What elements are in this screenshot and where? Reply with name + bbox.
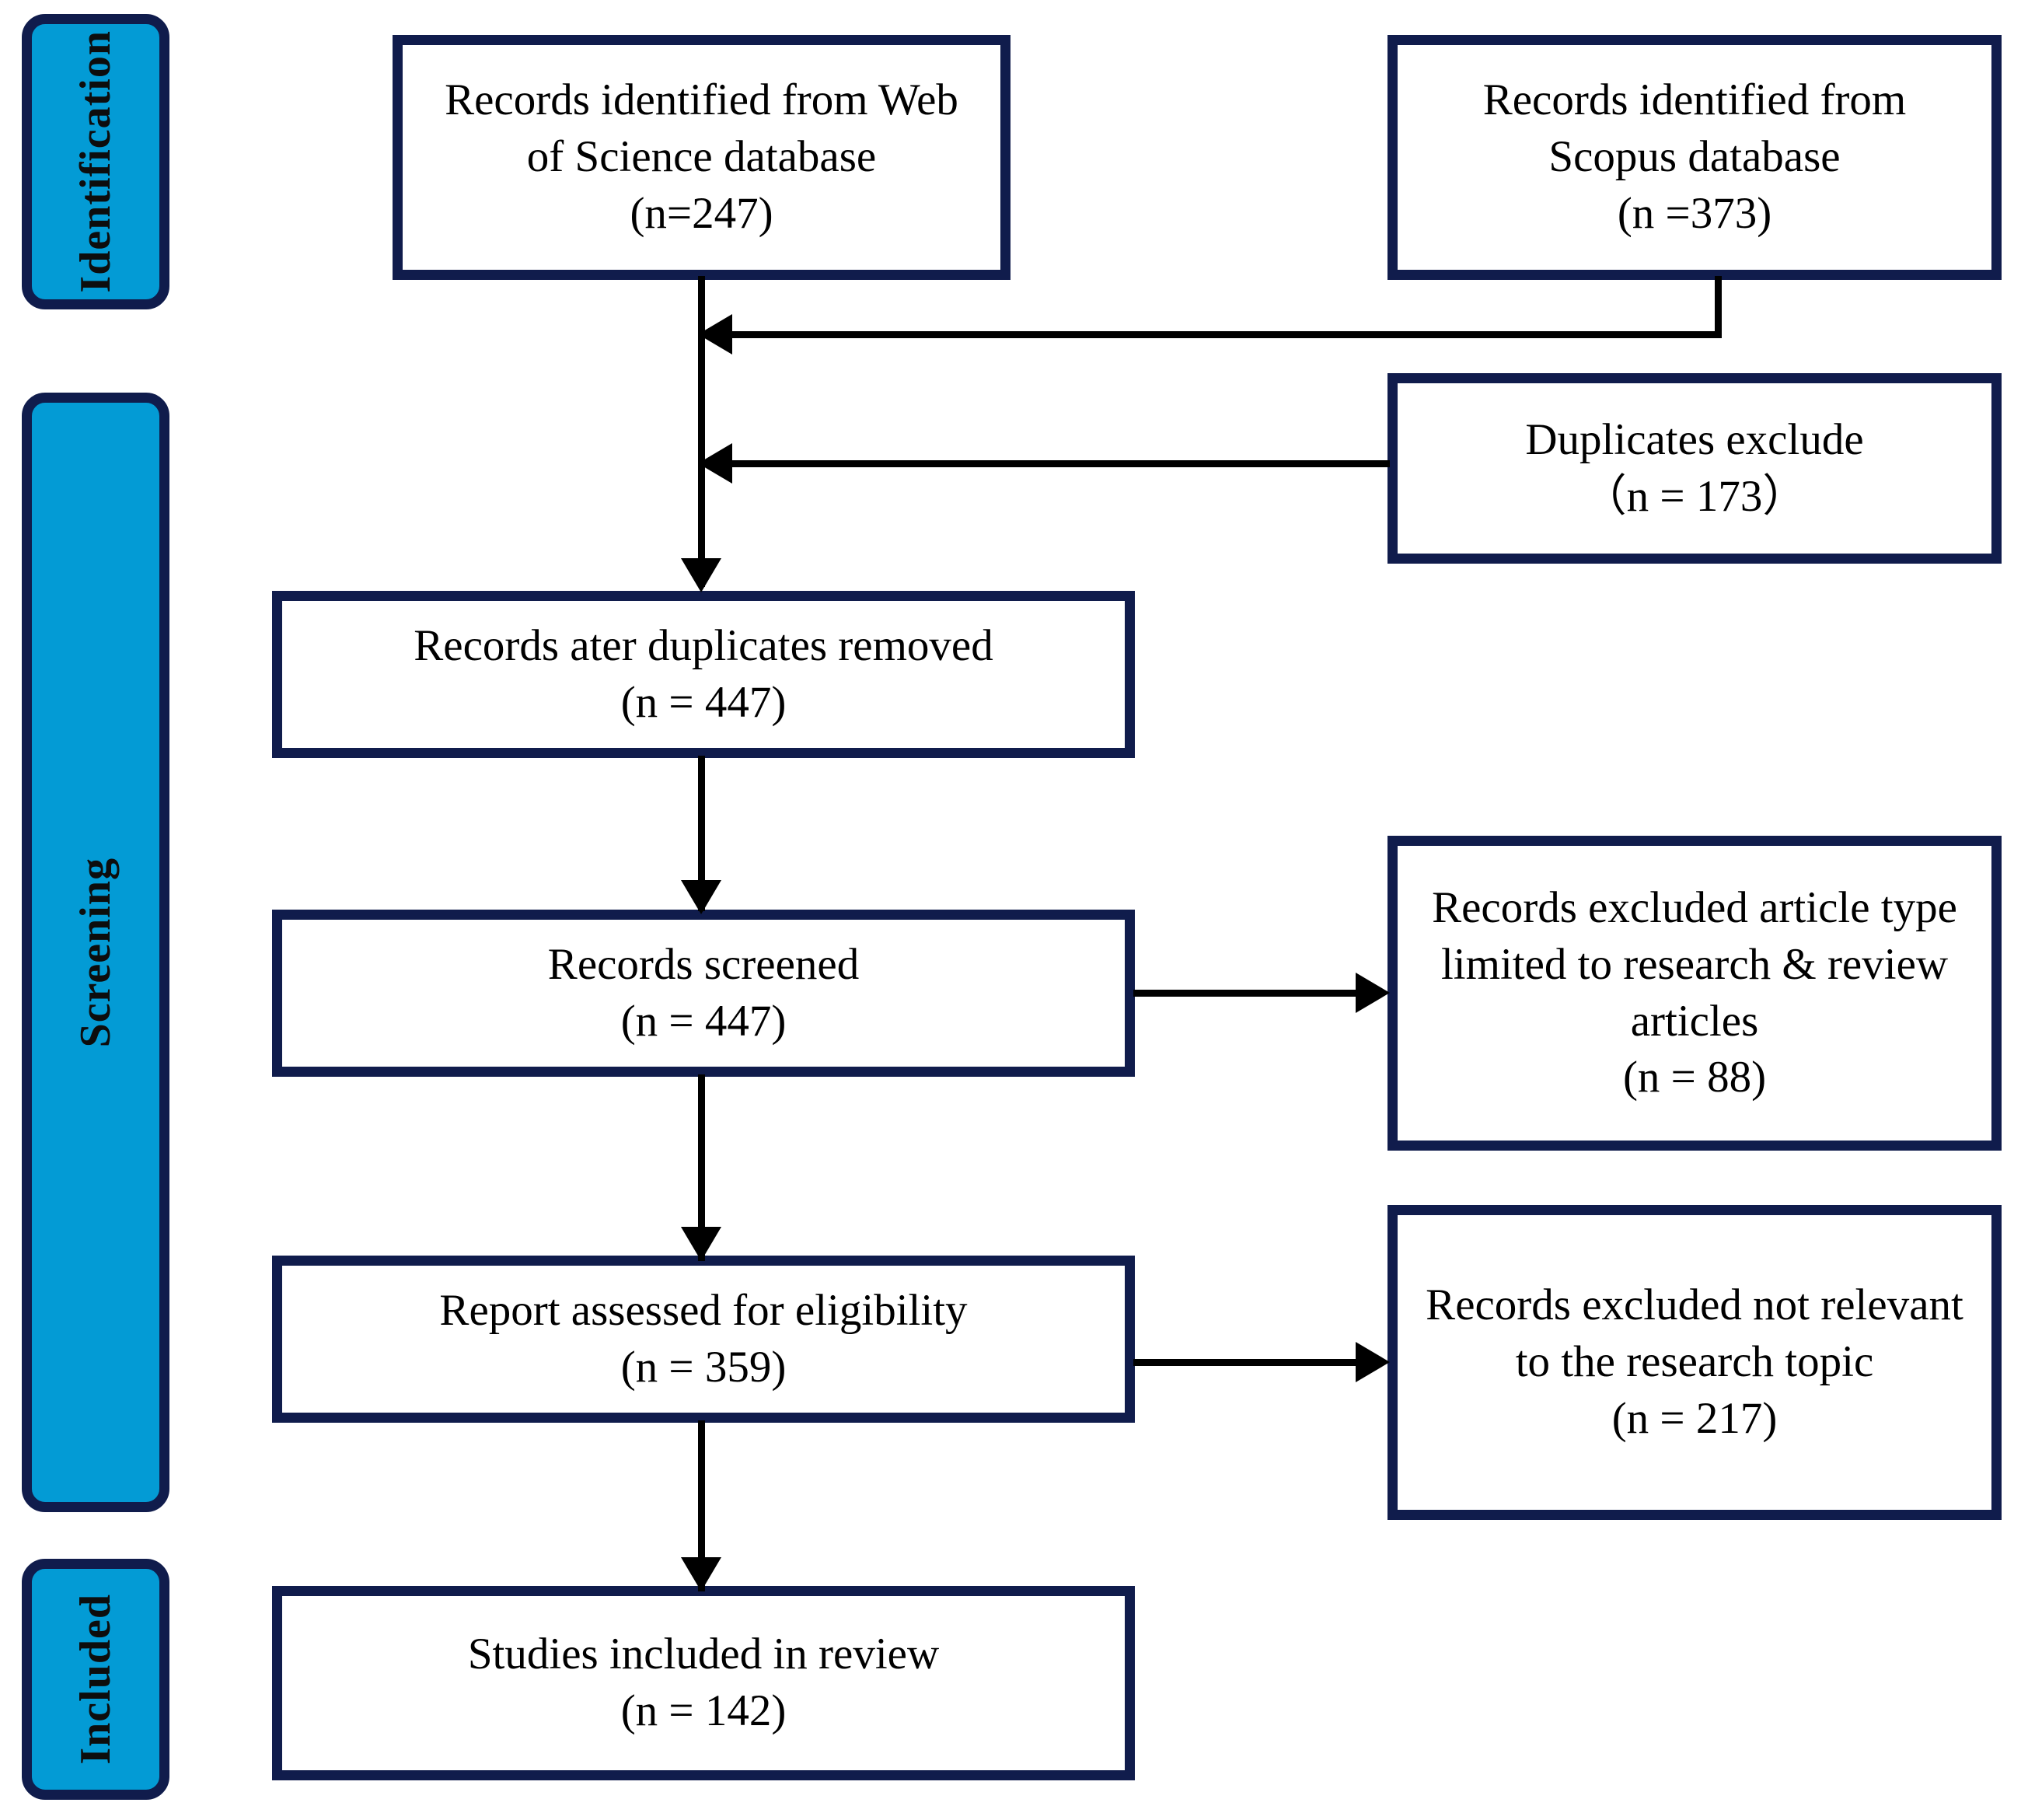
connector-eligibility-to-included	[698, 1420, 705, 1591]
arrowhead-down-to-report-eligibility	[681, 1227, 721, 1261]
connector-scopus-to-trunk	[715, 331, 1718, 338]
node-excluded-not-relevant: Records excluded not relevant to the res…	[1387, 1205, 2002, 1520]
node-scopus: Records identified from Scopus database …	[1387, 35, 2002, 280]
connector-screened-to-excluded-article-type	[1133, 990, 1367, 997]
arrowhead-left-from-duplicates	[698, 443, 732, 484]
stage-label-included: Included	[72, 1594, 120, 1765]
connector-scopus-drop	[1715, 276, 1722, 338]
stage-pill-screening: Screening	[22, 393, 169, 1512]
node-records-screened: Records screened (n = 447)	[272, 910, 1135, 1077]
node-web-of-science: Records identified from Web of Science d…	[393, 35, 1010, 280]
node-records-screened-text: Records screened (n = 447)	[547, 939, 860, 1046]
connector-screened-to-eligibility	[698, 1074, 705, 1261]
connector-dedup-to-screened	[698, 756, 705, 911]
connector-eligibility-to-excluded-not-relevant	[1133, 1359, 1367, 1366]
node-scopus-text: Records identified from Scopus database …	[1482, 75, 1907, 238]
connector-trunk-identification-to-dedup	[698, 276, 705, 587]
node-report-eligibility-text: Report assessed for eligibility (n = 359…	[439, 1285, 968, 1392]
node-studies-included-text: Studies included in review (n = 142)	[467, 1630, 940, 1735]
stage-label-screening: Screening	[72, 857, 120, 1048]
arrowhead-down-to-records-screened	[681, 880, 721, 914]
node-excluded-not-relevant-text: Records excluded not relevant to the res…	[1426, 1280, 1963, 1443]
arrowhead-right-to-excluded-not-relevant	[1356, 1342, 1390, 1382]
node-after-duplicates: Records ater duplicates removed (n = 447…	[272, 591, 1135, 758]
node-duplicates-excluded-text: Duplicates exclude （n = 173）	[1525, 414, 1864, 521]
stage-label-identification: Identification	[72, 30, 120, 293]
arrowhead-right-to-excluded-article-type	[1356, 973, 1390, 1013]
node-excluded-article-type-text: Records excluded article type limited to…	[1432, 882, 1957, 1102]
arrowhead-down-to-after-duplicates	[681, 558, 721, 592]
node-duplicates-excluded: Duplicates exclude （n = 173）	[1387, 373, 2002, 564]
arrowhead-left-from-scopus	[698, 314, 732, 355]
arrowhead-down-to-studies-included	[681, 1557, 721, 1591]
stage-pill-included: Included	[22, 1559, 169, 1800]
stage-pill-identification: Identification	[22, 14, 169, 309]
node-report-eligibility: Report assessed for eligibility (n = 359…	[272, 1256, 1135, 1423]
connector-duplicates-to-trunk	[715, 460, 1390, 467]
node-excluded-article-type: Records excluded article type limited to…	[1387, 836, 2002, 1151]
node-web-of-science-text: Records identified from Web of Science d…	[445, 75, 958, 238]
node-after-duplicates-text: Records ater duplicates removed (n = 447…	[414, 620, 993, 727]
node-studies-included: Studies included in review (n = 142)	[272, 1586, 1135, 1780]
